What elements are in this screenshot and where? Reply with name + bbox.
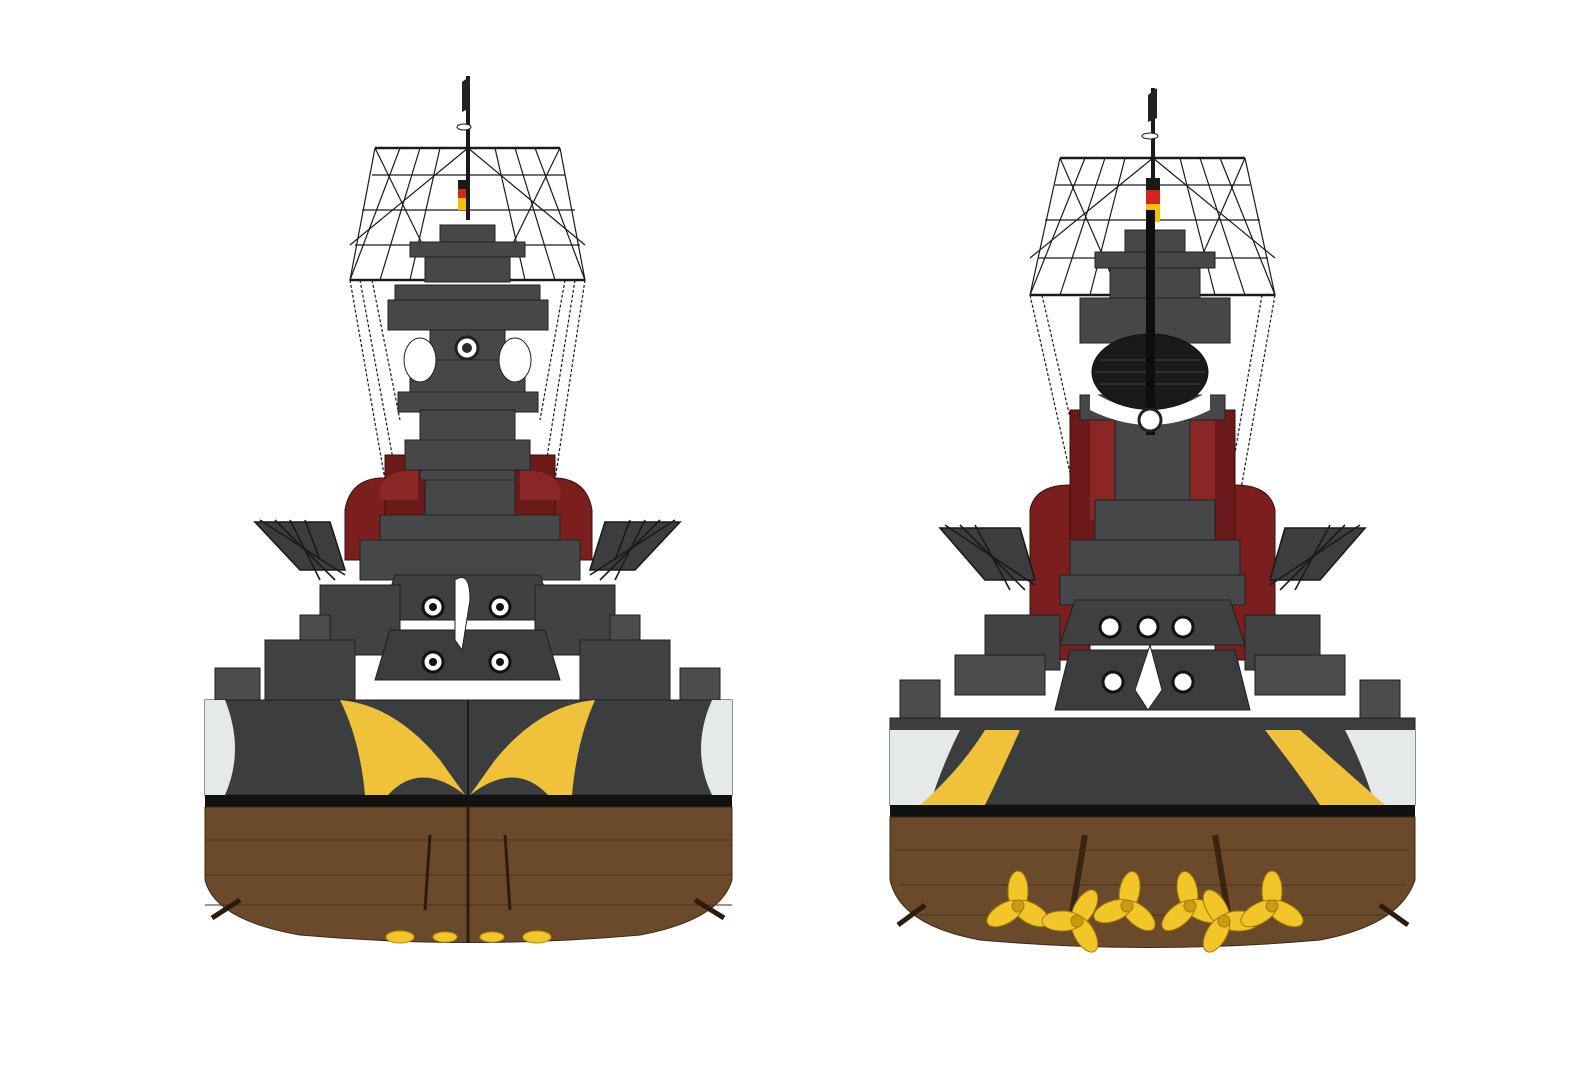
bow-view — [204, 76, 733, 944]
searchlight — [1137, 407, 1163, 433]
flag — [458, 180, 466, 210]
propellers — [986, 870, 1304, 953]
stern-flagstaff-light — [1134, 643, 1163, 711]
mast-top — [462, 76, 470, 112]
mast-ring — [1141, 132, 1159, 140]
mast-top — [1148, 88, 1157, 122]
bridge-window-left — [403, 337, 437, 383]
funnel-mast — [1146, 210, 1155, 435]
cranes — [253, 519, 682, 581]
cranes — [938, 524, 1367, 591]
bow-flagstaff-light — [454, 577, 471, 652]
stern-view-drawing — [889, 88, 1416, 953]
bow-view-drawing — [204, 76, 733, 944]
bridge-window-right — [498, 337, 532, 383]
mast-ring — [456, 123, 472, 131]
pagoda-superstructure — [359, 224, 581, 581]
secondary-guns — [899, 654, 1401, 719]
hull-lower — [204, 806, 733, 944]
hull-upper — [204, 699, 733, 807]
hull-upper — [889, 717, 1416, 817]
stern-view — [790, 0, 1583, 1073]
gun-muzzles — [1098, 615, 1195, 694]
mast-rigging — [349, 76, 586, 481]
